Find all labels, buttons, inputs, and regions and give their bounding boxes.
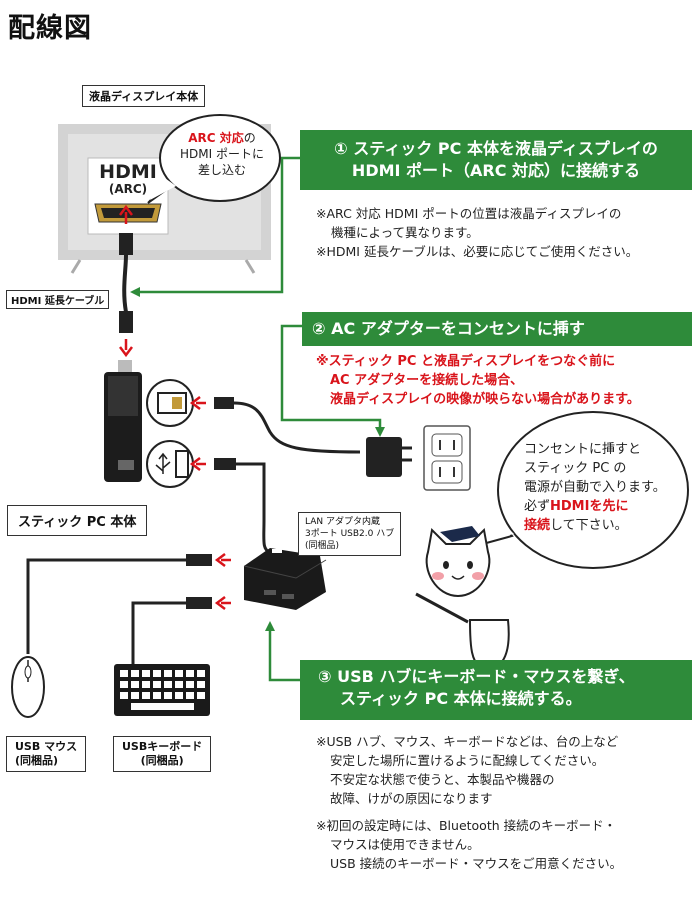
- step2-heading: ② AC アダプターをコンセントに挿す: [302, 312, 692, 346]
- mouse-label: USB マウス (同梱品): [6, 736, 87, 772]
- mouse-icon: [11, 656, 45, 718]
- ac-adapter-icon: [366, 437, 412, 477]
- keyboard-icon: [114, 664, 210, 716]
- arc-bubble: ARC 対応の HDMI ポートに 差し込む: [180, 131, 264, 177]
- usb-hub-icon: [243, 548, 327, 610]
- hdmi-port-icon: [94, 203, 162, 223]
- power-bubble-shape: [467, 411, 689, 569]
- hub-label: LAN アダプタ内蔵 3ポート USB2.0 ハブ (同梱品): [298, 512, 402, 556]
- hdmi-port-label: HDMI (ARC): [99, 161, 157, 196]
- hdmi-cable-label: HDMI 延長ケーブル: [6, 290, 110, 309]
- step1-notes: ※ARC 対応 HDMI ポートの位置は液晶ディスプレイの 機種によって異なりま…: [316, 206, 639, 259]
- step3-notes-2: ※初回の設定時には、Bluetooth 接続のキーボード・ マウスは使用できませ…: [316, 818, 623, 871]
- stick-pc-icon: [104, 360, 142, 482]
- step3-heading: ③ USB ハブにキーボード・マウスを繋ぎ、 スティック PC 本体に接続する。: [300, 660, 692, 720]
- power-bubble: コンセントに挿すと スティック PC の 電源が自動で入ります。 必ずHDMIを…: [524, 442, 666, 533]
- usb-symbol-icon: [146, 440, 194, 488]
- display-label: 液晶ディスプレイ本体: [82, 85, 206, 107]
- arc-bubble-shape: [147, 114, 281, 204]
- step3-notes-1: ※USB ハブ、マウス、キーボードなどは、台の上など 安定した場所に置けるように…: [316, 734, 619, 806]
- keyboard-label: USBキーボード (同梱品): [113, 736, 212, 772]
- hdmi-cable-icon: [119, 233, 133, 333]
- hdmi-symbol-icon: [146, 379, 194, 427]
- outlet-icon: [423, 425, 471, 491]
- step2-warning: ※スティック PC と液晶ディスプレイをつなぐ前に AC アダプターを接続した場…: [316, 354, 640, 407]
- step1-heading: ① スティック PC 本体を液晶ディスプレイの HDMI ポート（ARC 対応）…: [300, 130, 692, 190]
- stick-pc-label: スティック PC 本体: [7, 505, 148, 536]
- page-title: 配線図: [8, 13, 92, 44]
